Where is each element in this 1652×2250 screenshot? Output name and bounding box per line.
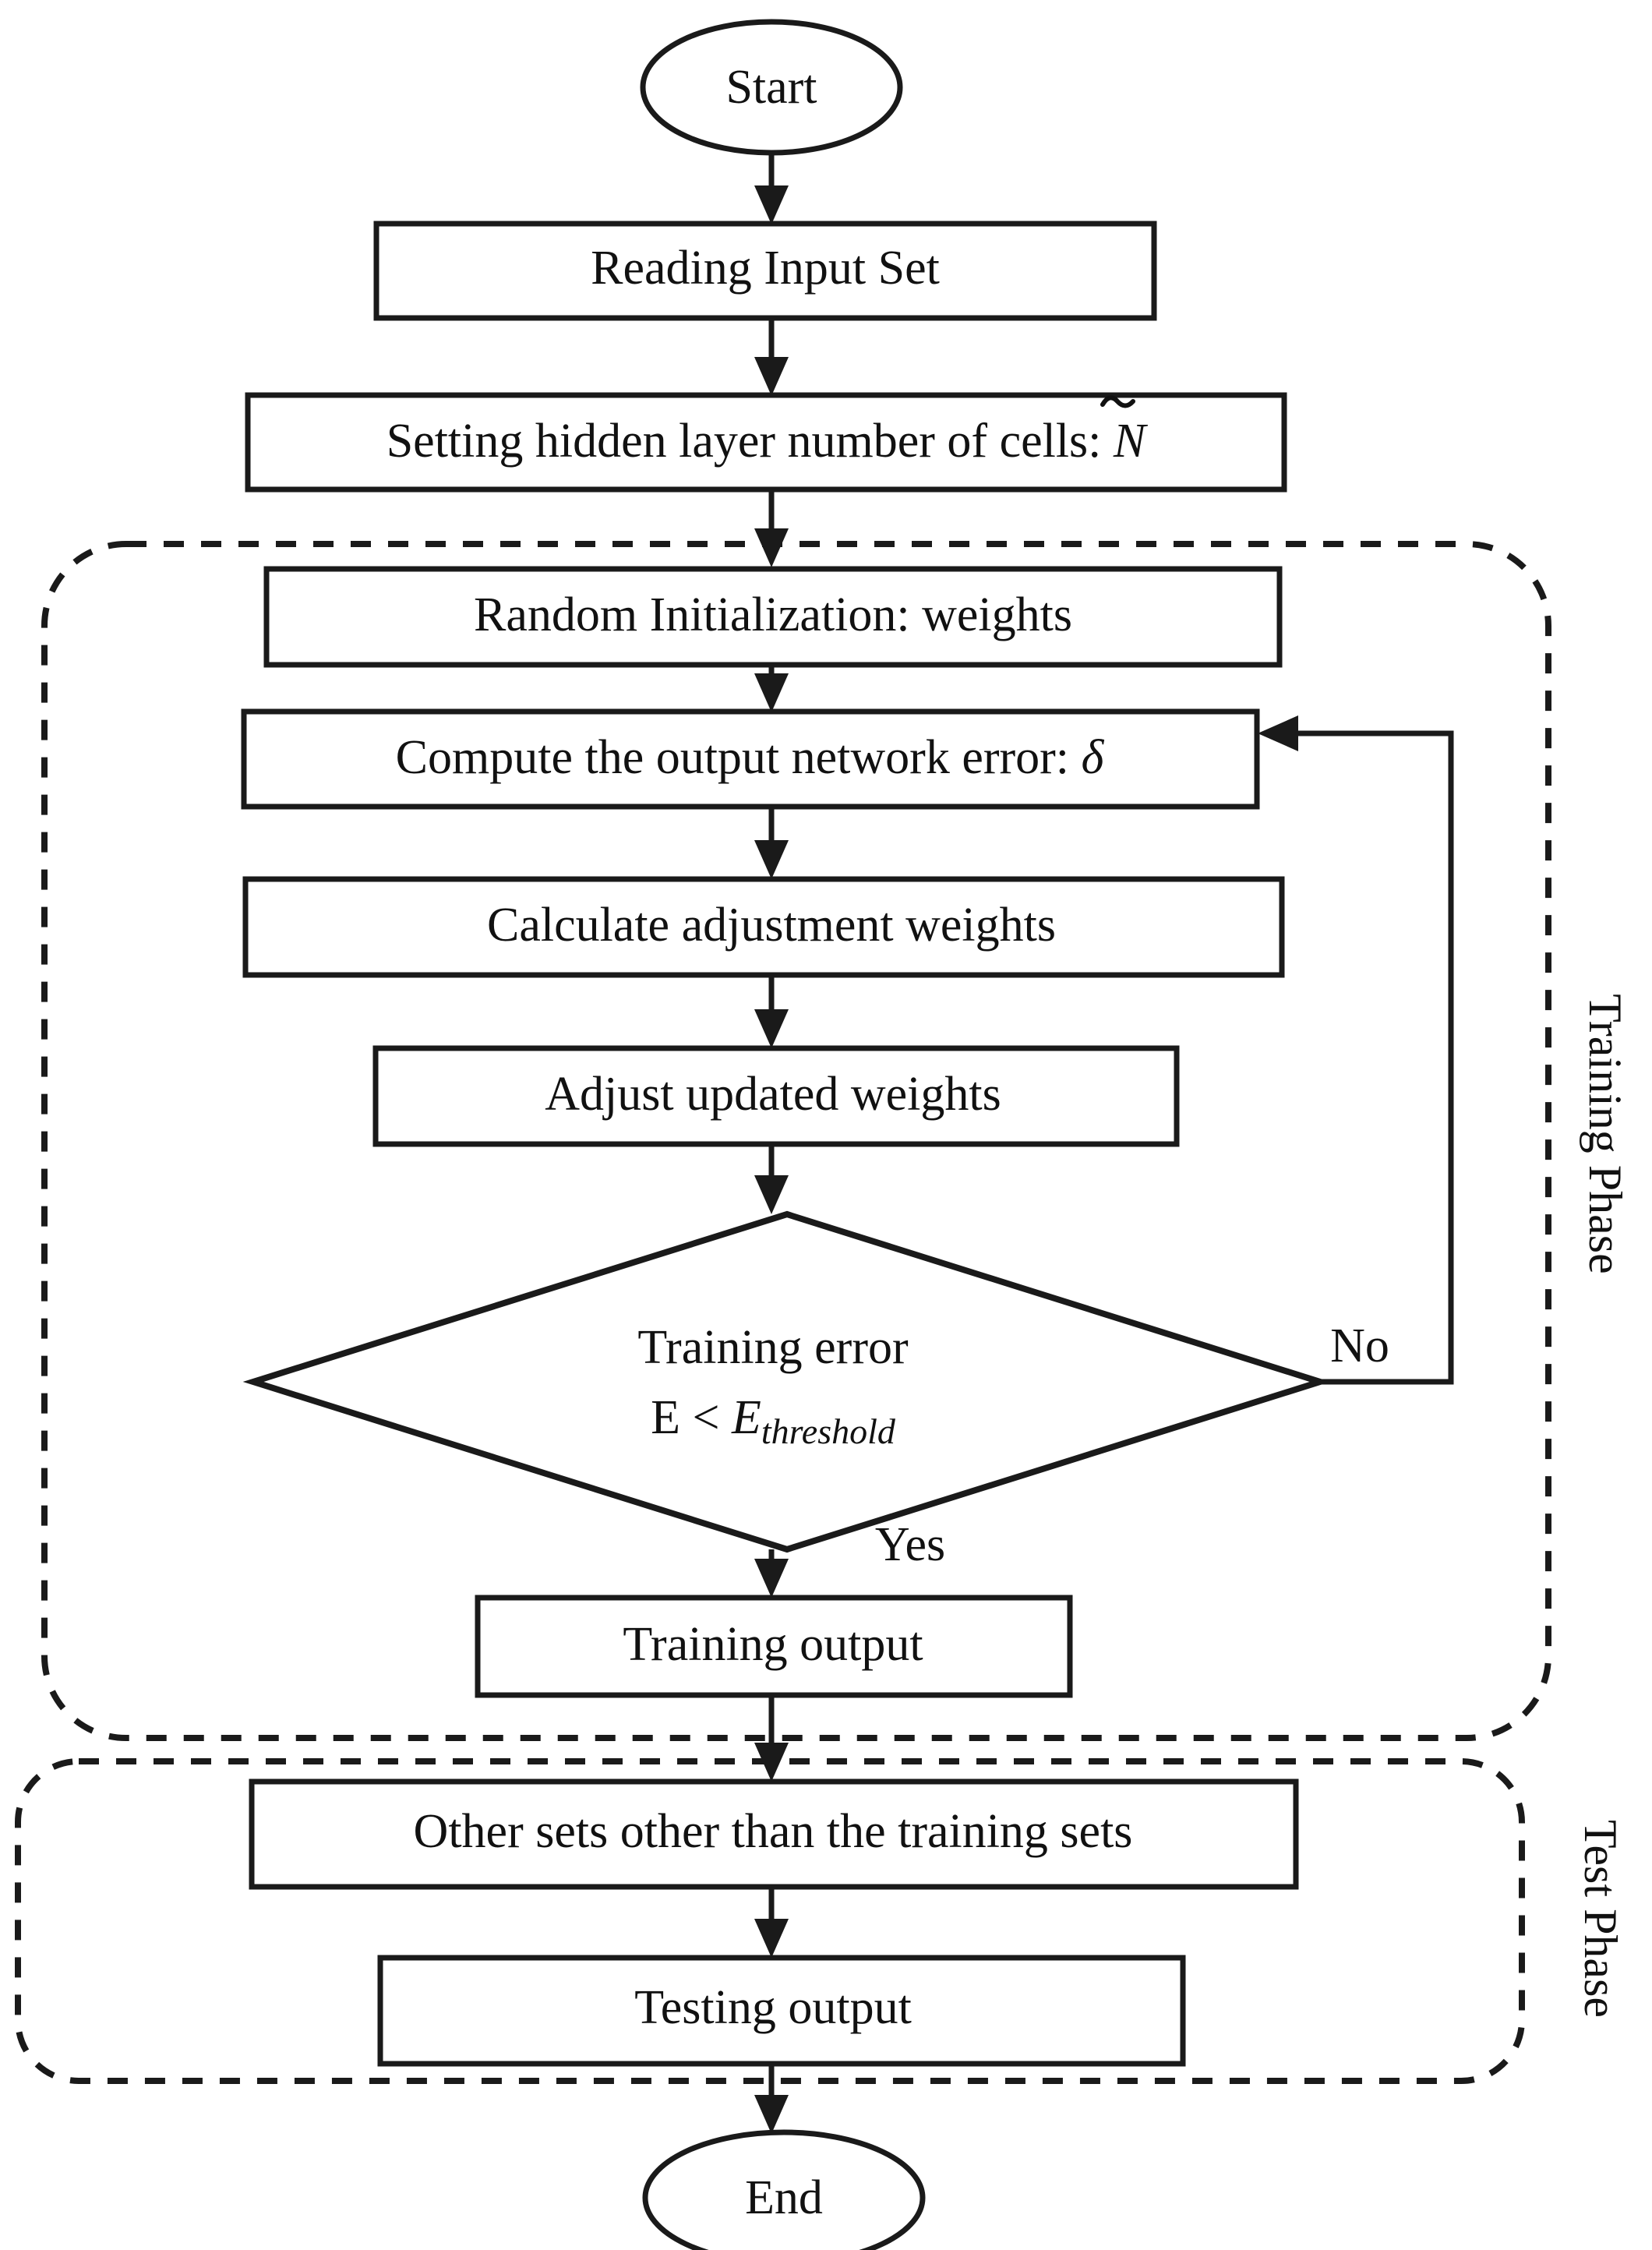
- edge-setting-hidden-to-random-init: [754, 489, 789, 567]
- node-end[interactable]: End: [642, 2129, 926, 2250]
- tilde-accent-icon: [1100, 395, 1135, 408]
- compute-output-error-box: [241, 708, 1260, 810]
- decision-line-1: Training error: [637, 1321, 909, 1374]
- training-phase-container: [41, 541, 1551, 1741]
- calculate-adjustment-weights-box: [242, 876, 1285, 978]
- training-phase-label: Training Phase: [1580, 994, 1631, 1273]
- training-output-label: Training output: [623, 1618, 923, 1671]
- random-initialization-box: [263, 566, 1283, 668]
- threshold-subscript: threshold: [761, 1411, 896, 1451]
- node-training-output[interactable]: Training output: [475, 1595, 1073, 1698]
- hidden-cells-symbol: N: [1113, 415, 1149, 468]
- testing-output-box: [377, 1955, 1186, 2067]
- edge-decision-yes-to-training-output: [754, 1549, 789, 1598]
- node-calculate-adjustment-weights[interactable]: Calculate adjustment weights: [242, 876, 1285, 978]
- node-setting-hidden-layer[interactable]: Setting hidden layer number of cells: N: [245, 392, 1287, 493]
- start-label: Start: [725, 61, 817, 114]
- node-compute-output-error[interactable]: Compute the output network error: δ: [241, 708, 1260, 810]
- end-label: End: [745, 2171, 823, 2224]
- edge-adjust-updated-to-decision: [754, 1144, 789, 1214]
- decision-compare-text: E <: [651, 1391, 732, 1444]
- other-sets-label: Other sets other than the training sets: [414, 1805, 1133, 1858]
- edge-label-yes: Yes: [875, 1518, 945, 1571]
- training-output-box: [475, 1595, 1073, 1698]
- node-decision-training-error[interactable]: Training error E < Ethreshold: [242, 1210, 1331, 1553]
- compute-output-error-text: Compute the output network error:: [396, 731, 1082, 784]
- reading-input-set-box: [373, 221, 1157, 321]
- edge-calculate-adjustment-to-adjust-updated: [754, 975, 789, 1048]
- delta-symbol: δ: [1082, 731, 1105, 784]
- reading-input-set-label: Reading Input Set: [591, 242, 940, 295]
- edge-testing-output-to-end: [754, 2064, 789, 2134]
- node-start[interactable]: Start: [640, 19, 903, 156]
- node-random-initialization[interactable]: Random Initialization: weights: [263, 566, 1283, 668]
- node-testing-output[interactable]: Testing output: [377, 1955, 1186, 2067]
- random-initialization-label: Random Initialization: weights: [474, 588, 1072, 641]
- threshold-symbol: E: [731, 1391, 761, 1444]
- decision-line-2: E < Ethreshold: [651, 1391, 896, 1450]
- compute-output-error-label: Compute the output network error: δ: [396, 731, 1105, 784]
- edge-start-to-reading-input: [754, 150, 789, 224]
- edge-random-init-to-compute-error: [754, 665, 789, 712]
- test-phase-label: Test Phase: [1575, 1820, 1626, 2018]
- setting-hidden-layer-text: Setting hidden layer number of cells:: [387, 415, 1114, 468]
- testing-output-label: Testing output: [634, 1981, 912, 2034]
- node-other-sets[interactable]: Other sets other than the training sets: [249, 1778, 1299, 1890]
- adjust-updated-weights-box: [372, 1045, 1180, 1147]
- adjust-updated-weights-label: Adjust updated weights: [545, 1068, 1001, 1121]
- edge-compute-error-to-calculate-adjustment: [754, 807, 789, 879]
- node-reading-input-set[interactable]: Reading Input Set: [373, 221, 1157, 321]
- decision-diamond: [242, 1210, 1331, 1553]
- start-ellipse: [640, 19, 903, 156]
- setting-hidden-layer-label: Setting hidden layer number of cells: N: [387, 415, 1149, 468]
- edge-training-output-to-other-sets: [754, 1695, 789, 1782]
- setting-hidden-layer-box: [245, 392, 1287, 493]
- edge-other-sets-to-testing-output: [754, 1887, 789, 1958]
- edge-decision-no-loop: [1258, 715, 1454, 1385]
- node-adjust-updated-weights[interactable]: Adjust updated weights: [372, 1045, 1180, 1147]
- other-sets-box: [249, 1778, 1299, 1890]
- edge-label-no: No: [1330, 1319, 1389, 1372]
- calculate-adjustment-weights-label: Calculate adjustment weights: [487, 899, 1056, 952]
- edge-reading-input-to-setting-hidden: [754, 318, 789, 396]
- end-ellipse: [642, 2129, 926, 2250]
